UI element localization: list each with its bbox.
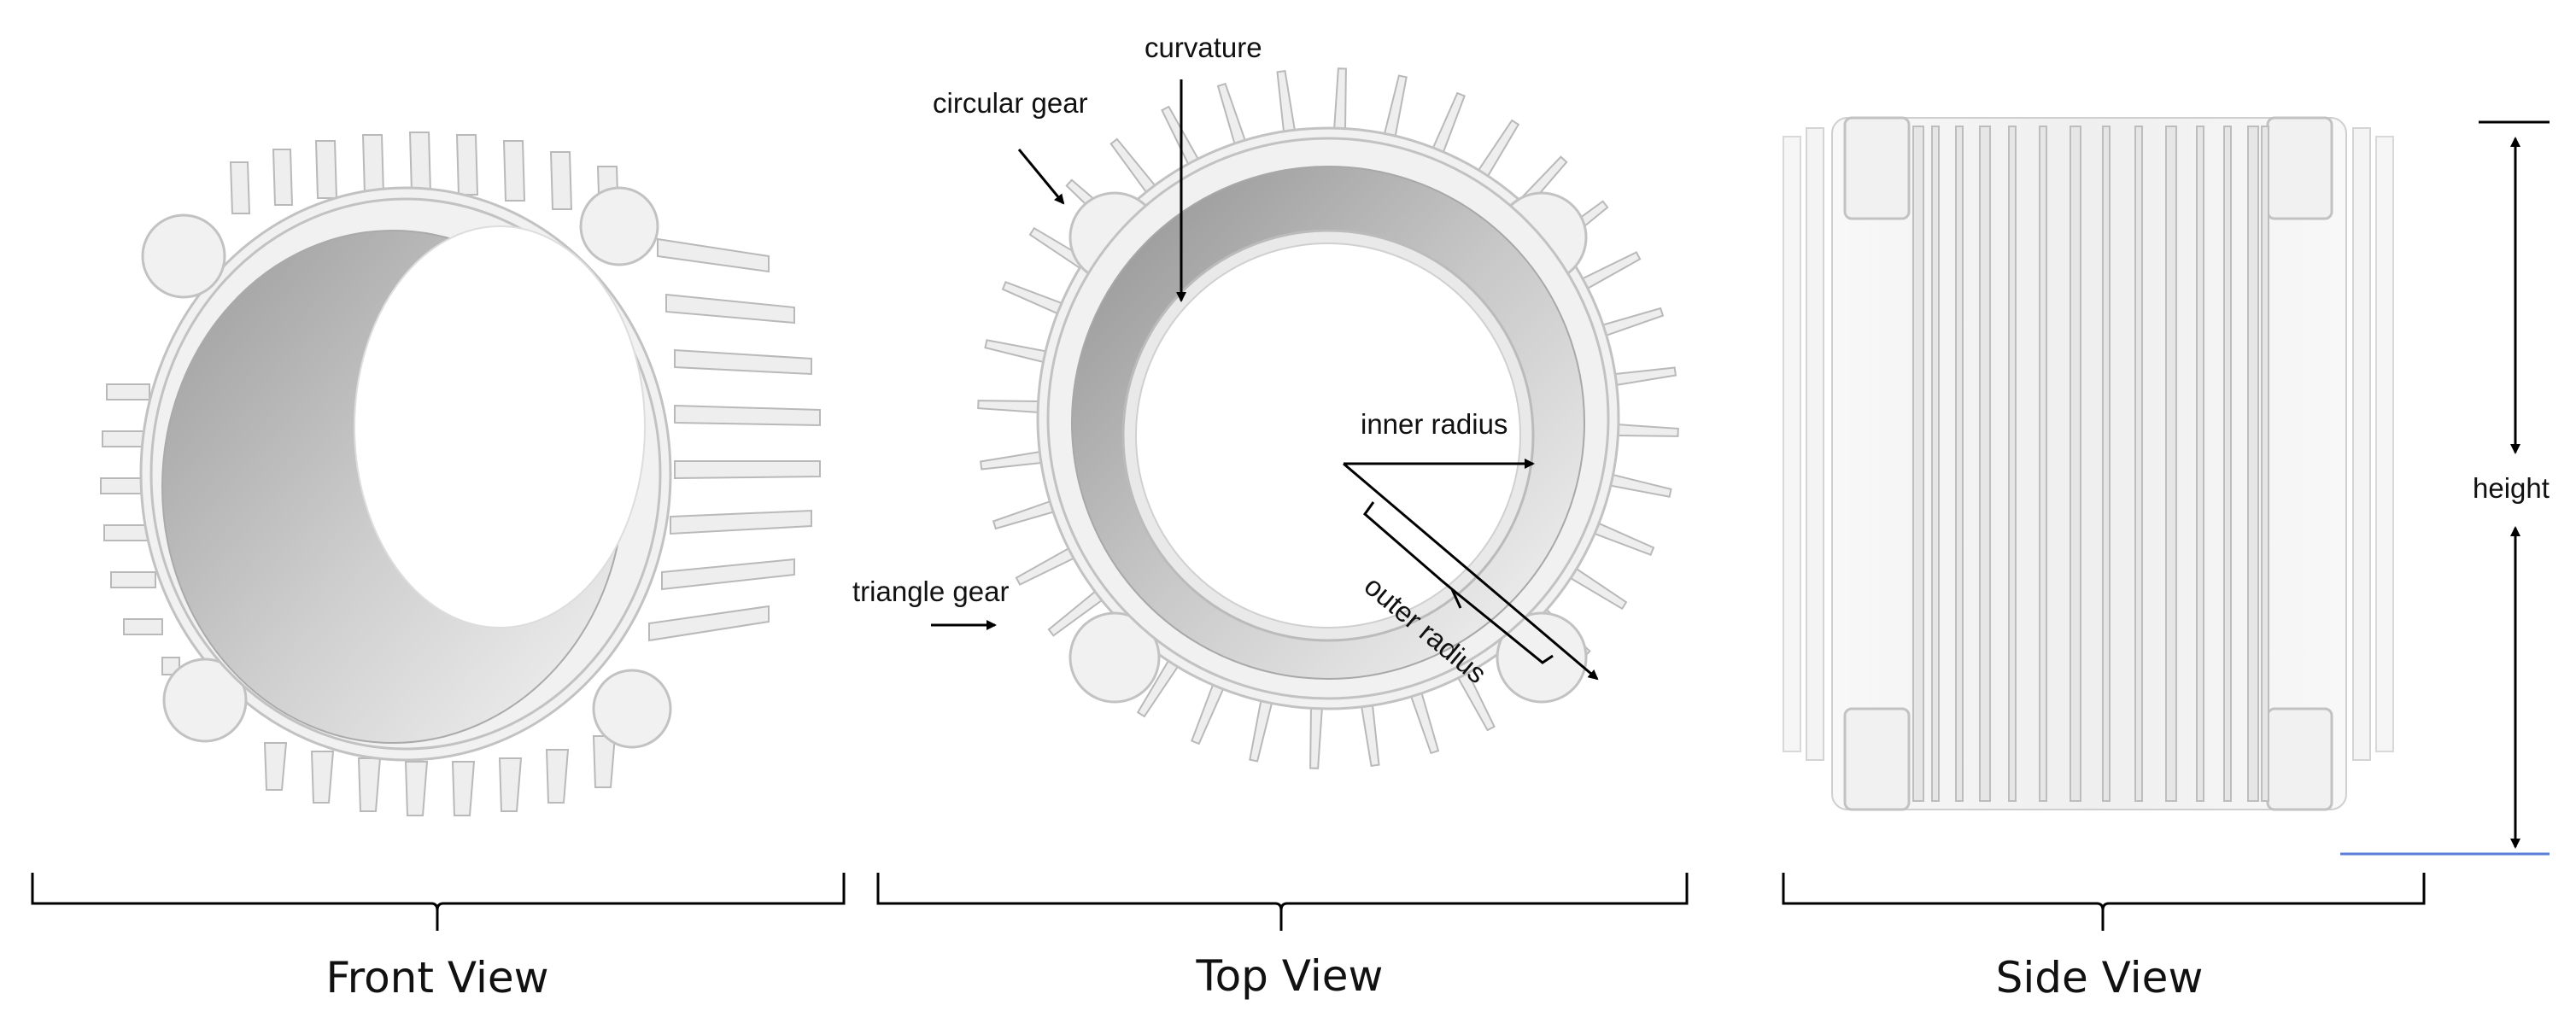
inner-radius-label: inner radius [1361,408,1508,440]
top-view-brace [876,873,1689,931]
curvature-label: curvature [1145,32,1262,63]
circular-gear-label: circular gear [933,87,1088,119]
front-view-lobe [579,186,659,266]
side-view-rib [1931,126,1940,802]
side-view-rib [2223,126,2232,802]
front-view-brace [31,873,846,931]
top-view-lobe [1068,611,1161,704]
circular-gear-arrow [1017,149,1065,205]
side-view-rib [1955,126,1964,802]
side-view-drawing [1783,116,2394,811]
side-view-brace [1782,873,2426,931]
front-view-bore-opening [354,225,646,628]
side-view-rib [2039,126,2047,802]
height-dimension: height [2340,120,2550,856]
side-view-rib [1912,126,1924,802]
front-view-lobe [141,213,226,299]
side-view-label: Side View [1996,953,2204,1003]
top-view-lobe [1496,611,1588,704]
side-view-ribs [1912,126,2269,802]
top-view-drawing [977,67,1679,769]
triangle-gear-label: triangle gear [852,576,1009,607]
side-view-rib [1979,126,1991,802]
side-view-rib [2134,126,2143,802]
side-view-rib [2070,126,2081,802]
side-view-rib [2261,126,2269,802]
outer-radius-brace [1362,501,1554,664]
height-label: height [2473,472,2550,504]
side-view-rib [2247,126,2259,802]
front-view-lobe [162,658,248,743]
side-view-rib [2102,126,2111,802]
side-view-rib [2196,126,2204,802]
side-view-rib [2008,126,2017,802]
side-view-rib [2165,126,2177,802]
front-view-label: Front View [325,953,548,1003]
view-braces [31,873,2426,931]
front-view-drawing [100,132,821,816]
outer-radius-arrow [1343,462,1599,681]
front-view-lobe [592,669,672,749]
top-view-label: Top View [1196,951,1384,1001]
